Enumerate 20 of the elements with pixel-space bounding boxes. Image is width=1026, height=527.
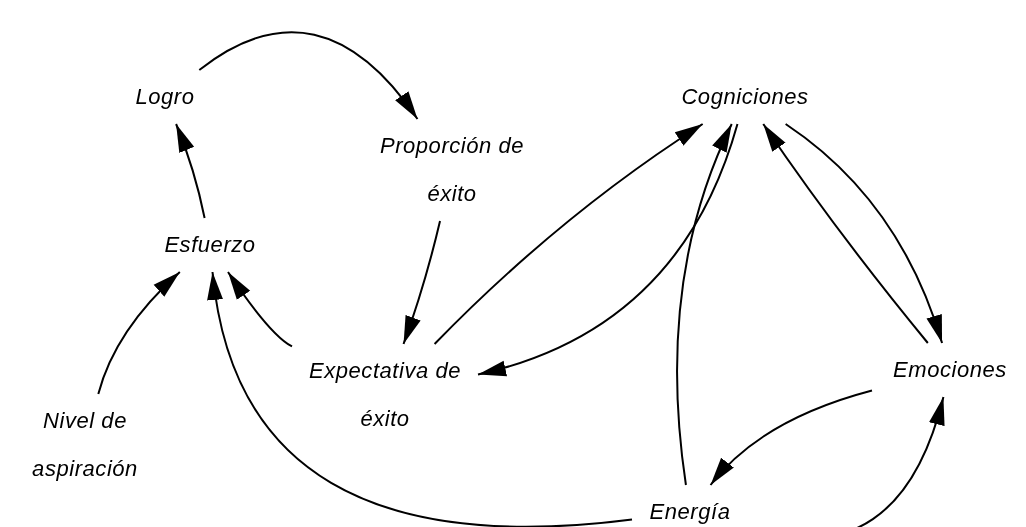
node-label: Nivel de aspiración <box>31 407 139 483</box>
curved-arrow <box>198 31 419 120</box>
curved-arrow <box>227 271 293 348</box>
node-label: Logro <box>135 83 195 111</box>
node-label: Expectativa de éxito <box>308 357 462 433</box>
node-label: Esfuerzo <box>164 231 256 259</box>
curved-arrow <box>97 271 181 395</box>
node-label: Energía <box>649 498 731 526</box>
curved-arrow <box>402 220 442 345</box>
node-label: Proporción de éxito <box>378 132 526 208</box>
node-label: Cogniciones <box>681 83 809 111</box>
curved-arrow <box>433 123 704 345</box>
curved-arrow <box>477 123 739 376</box>
curved-arrow <box>709 389 873 486</box>
node-label: Emociones <box>893 356 1007 384</box>
curved-arrow <box>762 123 929 344</box>
curved-arrow <box>676 123 733 486</box>
curved-arrow <box>175 123 206 219</box>
curved-arrow <box>784 123 944 344</box>
curved-arrow <box>208 271 633 527</box>
